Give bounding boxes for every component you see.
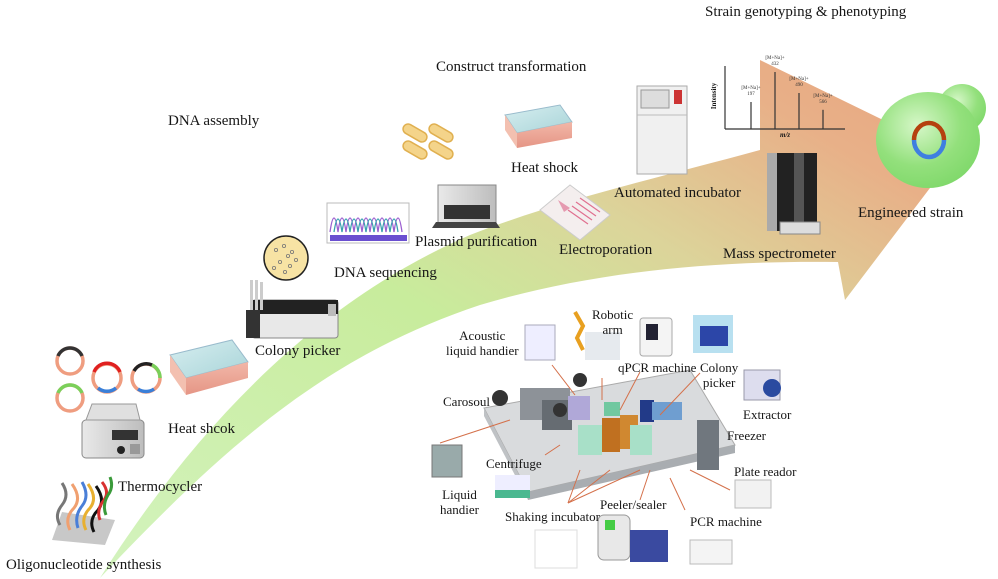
step-label-mass-spectrometer: Mass spectrometer <box>723 246 836 262</box>
device-label-pcr: PCR machine <box>690 514 762 529</box>
device-label-centrifuge: Centrifuge <box>486 456 542 471</box>
ms-peak-label: [M+Na]+ 432 <box>765 56 785 67</box>
colony-picker-icon <box>246 280 339 339</box>
mass-spectrometer-icon <box>767 153 821 235</box>
step-label-electroporation: Electroporation <box>559 242 653 258</box>
stage-label-oligo: Oligonucleotide synthesis <box>6 557 162 573</box>
device-label-extractor: Extractor <box>743 407 792 422</box>
bacteria-icon <box>402 123 454 160</box>
engineered-strain-cell <box>876 84 986 188</box>
stage-label-construct-transformation: Construct transformation <box>436 59 587 75</box>
ms-peak-label: [M+Na]+ 490 <box>789 77 809 88</box>
plasmid-assembly-icon <box>55 346 162 413</box>
ms-ylabel: Intensity <box>710 82 719 110</box>
step-label-thermocycler: Thermocycler <box>118 479 203 495</box>
device-label-peeler-sealer: Peeler/sealer <box>600 497 667 512</box>
automated-incubator-icon <box>636 85 688 175</box>
step-label-heat-shock-2: Heat shock <box>511 160 579 176</box>
ms-peak-label: [M+Na]+ 566 <box>813 93 833 105</box>
stage-label-strain-genotyping: Strain genotyping & phenotyping <box>705 4 907 20</box>
device-label-robotic-arm: Robotic arm <box>592 307 634 337</box>
device-label-plate-reader: Plate reador <box>734 464 797 479</box>
step-label-colony-picker: Colony picker <box>255 343 341 359</box>
device-label-freezer: Freezer <box>727 428 766 443</box>
thermocycler-icon <box>81 403 145 459</box>
biofoundry-platform <box>483 369 736 500</box>
device-label-colony-picker: Colony picker <box>700 360 739 390</box>
device-label-acoustic: Acoustic liquid handier <box>446 328 519 358</box>
pointer-lines <box>439 364 731 511</box>
workflow-arrow <box>100 60 955 578</box>
stage-label-dna-assembly: DNA assembly <box>168 113 260 129</box>
ms-peak-label: [M+Na]+ 197 <box>741 86 761 97</box>
peripheral-devices <box>431 311 781 569</box>
plasmid-purification-icon <box>432 184 500 228</box>
stage-label-engineered-strain: Engineered strain <box>858 205 964 221</box>
oligo-array-icon <box>52 476 115 545</box>
device-label-carosoul: Carosoul <box>443 394 490 409</box>
device-label-liquid-handler: Liquid handier <box>440 487 479 517</box>
petri-dish-icon <box>263 235 309 281</box>
step-label-heat-shock-1: Heat shcok <box>168 421 236 437</box>
ms-xlabel: m/z <box>780 131 791 139</box>
heat-shock-plate-icon-2 <box>504 104 573 148</box>
electroporation-chip-icon <box>539 184 611 241</box>
device-label-shaking-incubator: Shaking incubator <box>505 509 600 524</box>
heat-shock-plate-icon <box>169 339 249 395</box>
step-label-automated-incubator: Automated incubator <box>614 185 742 201</box>
step-label-plasmid-purification: Plasmid purification <box>415 234 538 250</box>
chromatogram-icon <box>326 202 410 244</box>
mass-spec-plot <box>724 66 845 130</box>
step-label-dna-sequencing: DNA sequencing <box>334 265 437 281</box>
device-label-qpcr: qPCR machine <box>618 360 697 375</box>
